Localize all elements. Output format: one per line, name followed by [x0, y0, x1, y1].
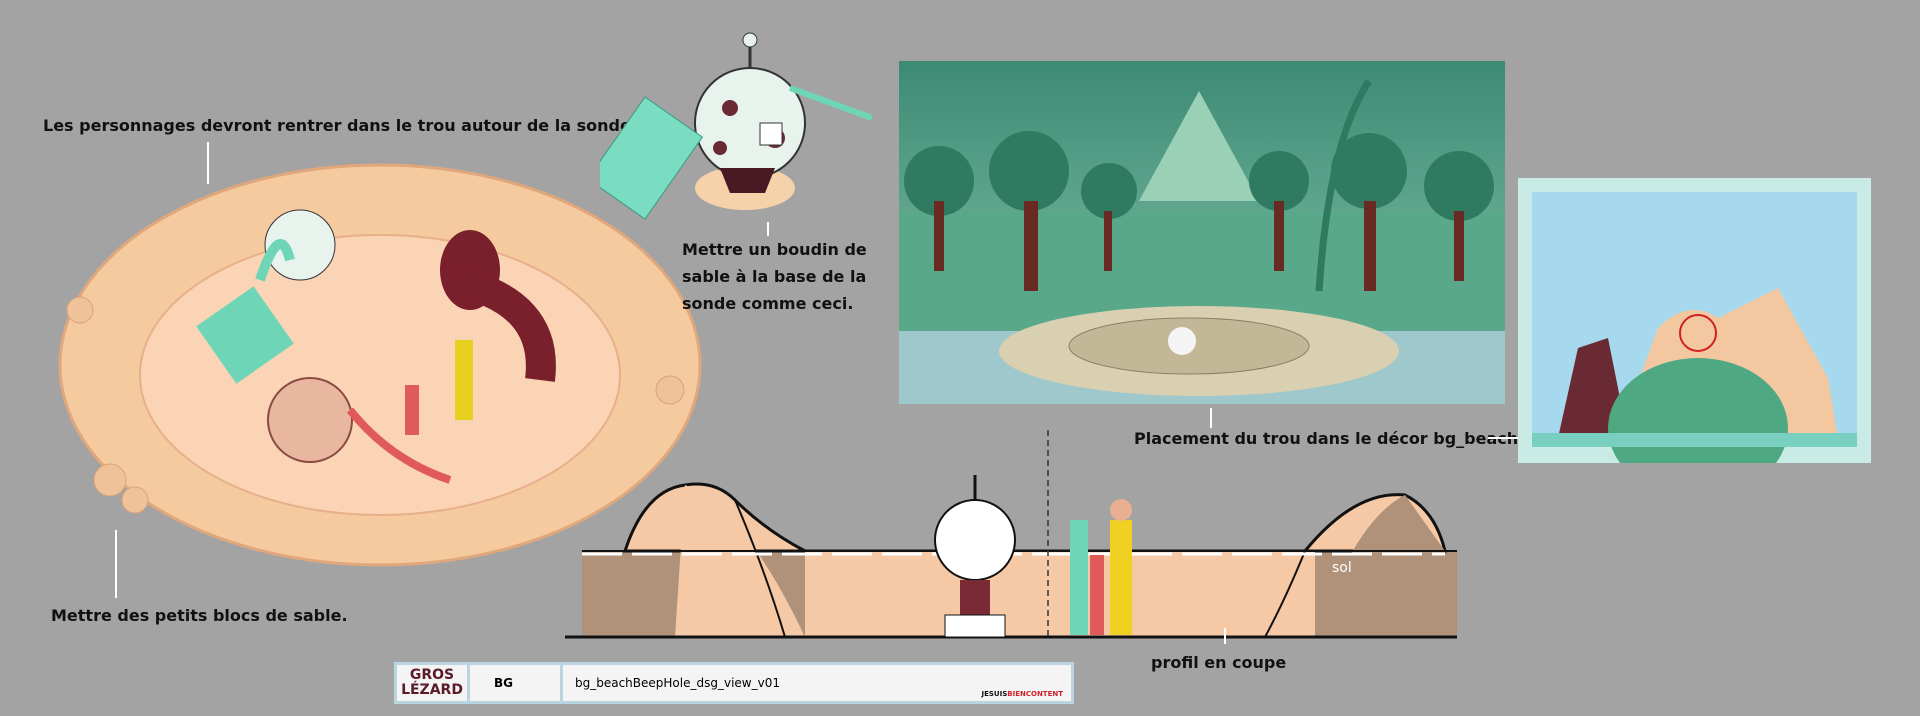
filename: bg_beachBeepHole_dsg_view_v01 — [575, 676, 780, 690]
pointer-line — [207, 142, 209, 184]
crater-illustration — [58, 163, 702, 567]
probe-illustration — [600, 32, 874, 220]
pointer-line — [1224, 628, 1226, 644]
note-line: Mettre un boudin de — [682, 240, 867, 259]
note-line: sonde comme ceci. — [682, 294, 854, 313]
pointer-line — [767, 222, 769, 236]
category-cell: BG — [470, 665, 560, 701]
logo-line: LÉZARD — [401, 682, 463, 698]
scene-render-bg-beach — [899, 61, 1505, 404]
bg-beach-thumbnail — [1518, 178, 1871, 463]
pointer-line — [115, 530, 117, 598]
logo-line: GROS — [409, 667, 455, 683]
brand-logo: JESUISBIENCONTENT — [981, 690, 1064, 698]
cross-section-profile — [565, 430, 1457, 639]
note-line: sable à la base de la — [682, 267, 867, 286]
note-characters-hole: Les personnages devront rentrer dans le … — [43, 116, 637, 135]
title-block: GROS LÉZARD BG bg_beachBeepHole_dsg_view… — [394, 662, 1074, 704]
pointer-line — [1488, 437, 1518, 439]
filename-cell: bg_beachBeepHole_dsg_view_v01 JESUISBIEN… — [563, 665, 1071, 701]
pointer-line — [1210, 408, 1212, 428]
note-sand-blocks: Mettre des petits blocs de sable. — [51, 606, 348, 625]
ground-label: sol — [1332, 560, 1352, 576]
note-profile: profil en coupe — [1151, 653, 1287, 672]
note-sand-sausage: Mettre un boudin de sable à la base de l… — [682, 236, 867, 317]
studio-logo: GROS LÉZARD — [397, 665, 467, 701]
note-placement: Placement du trou dans le décor bg_beach… — [1134, 429, 1525, 448]
